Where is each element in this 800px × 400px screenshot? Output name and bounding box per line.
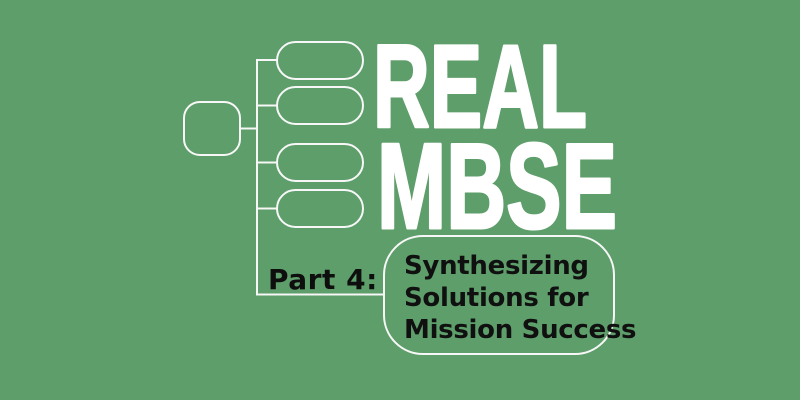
part-label: Part 4: bbox=[268, 263, 378, 296]
child-node-3 bbox=[276, 143, 364, 182]
headline-line2: MBSE bbox=[377, 118, 617, 254]
episode-title-line-3: Mission Success bbox=[404, 315, 637, 345]
episode-title-box: Synthesizing Solutions for Mission Succe… bbox=[383, 235, 637, 355]
trunk-elbow-line bbox=[256, 59, 383, 296]
child-node-4 bbox=[276, 189, 364, 228]
child-node-1 bbox=[276, 41, 364, 80]
episode-title-line-2: Solutions for bbox=[404, 283, 589, 313]
root-node bbox=[183, 101, 241, 156]
episode-title-line-1: Synthesizing bbox=[404, 251, 589, 281]
child-node-2 bbox=[276, 86, 364, 125]
headline-line1: REAL bbox=[373, 21, 587, 153]
